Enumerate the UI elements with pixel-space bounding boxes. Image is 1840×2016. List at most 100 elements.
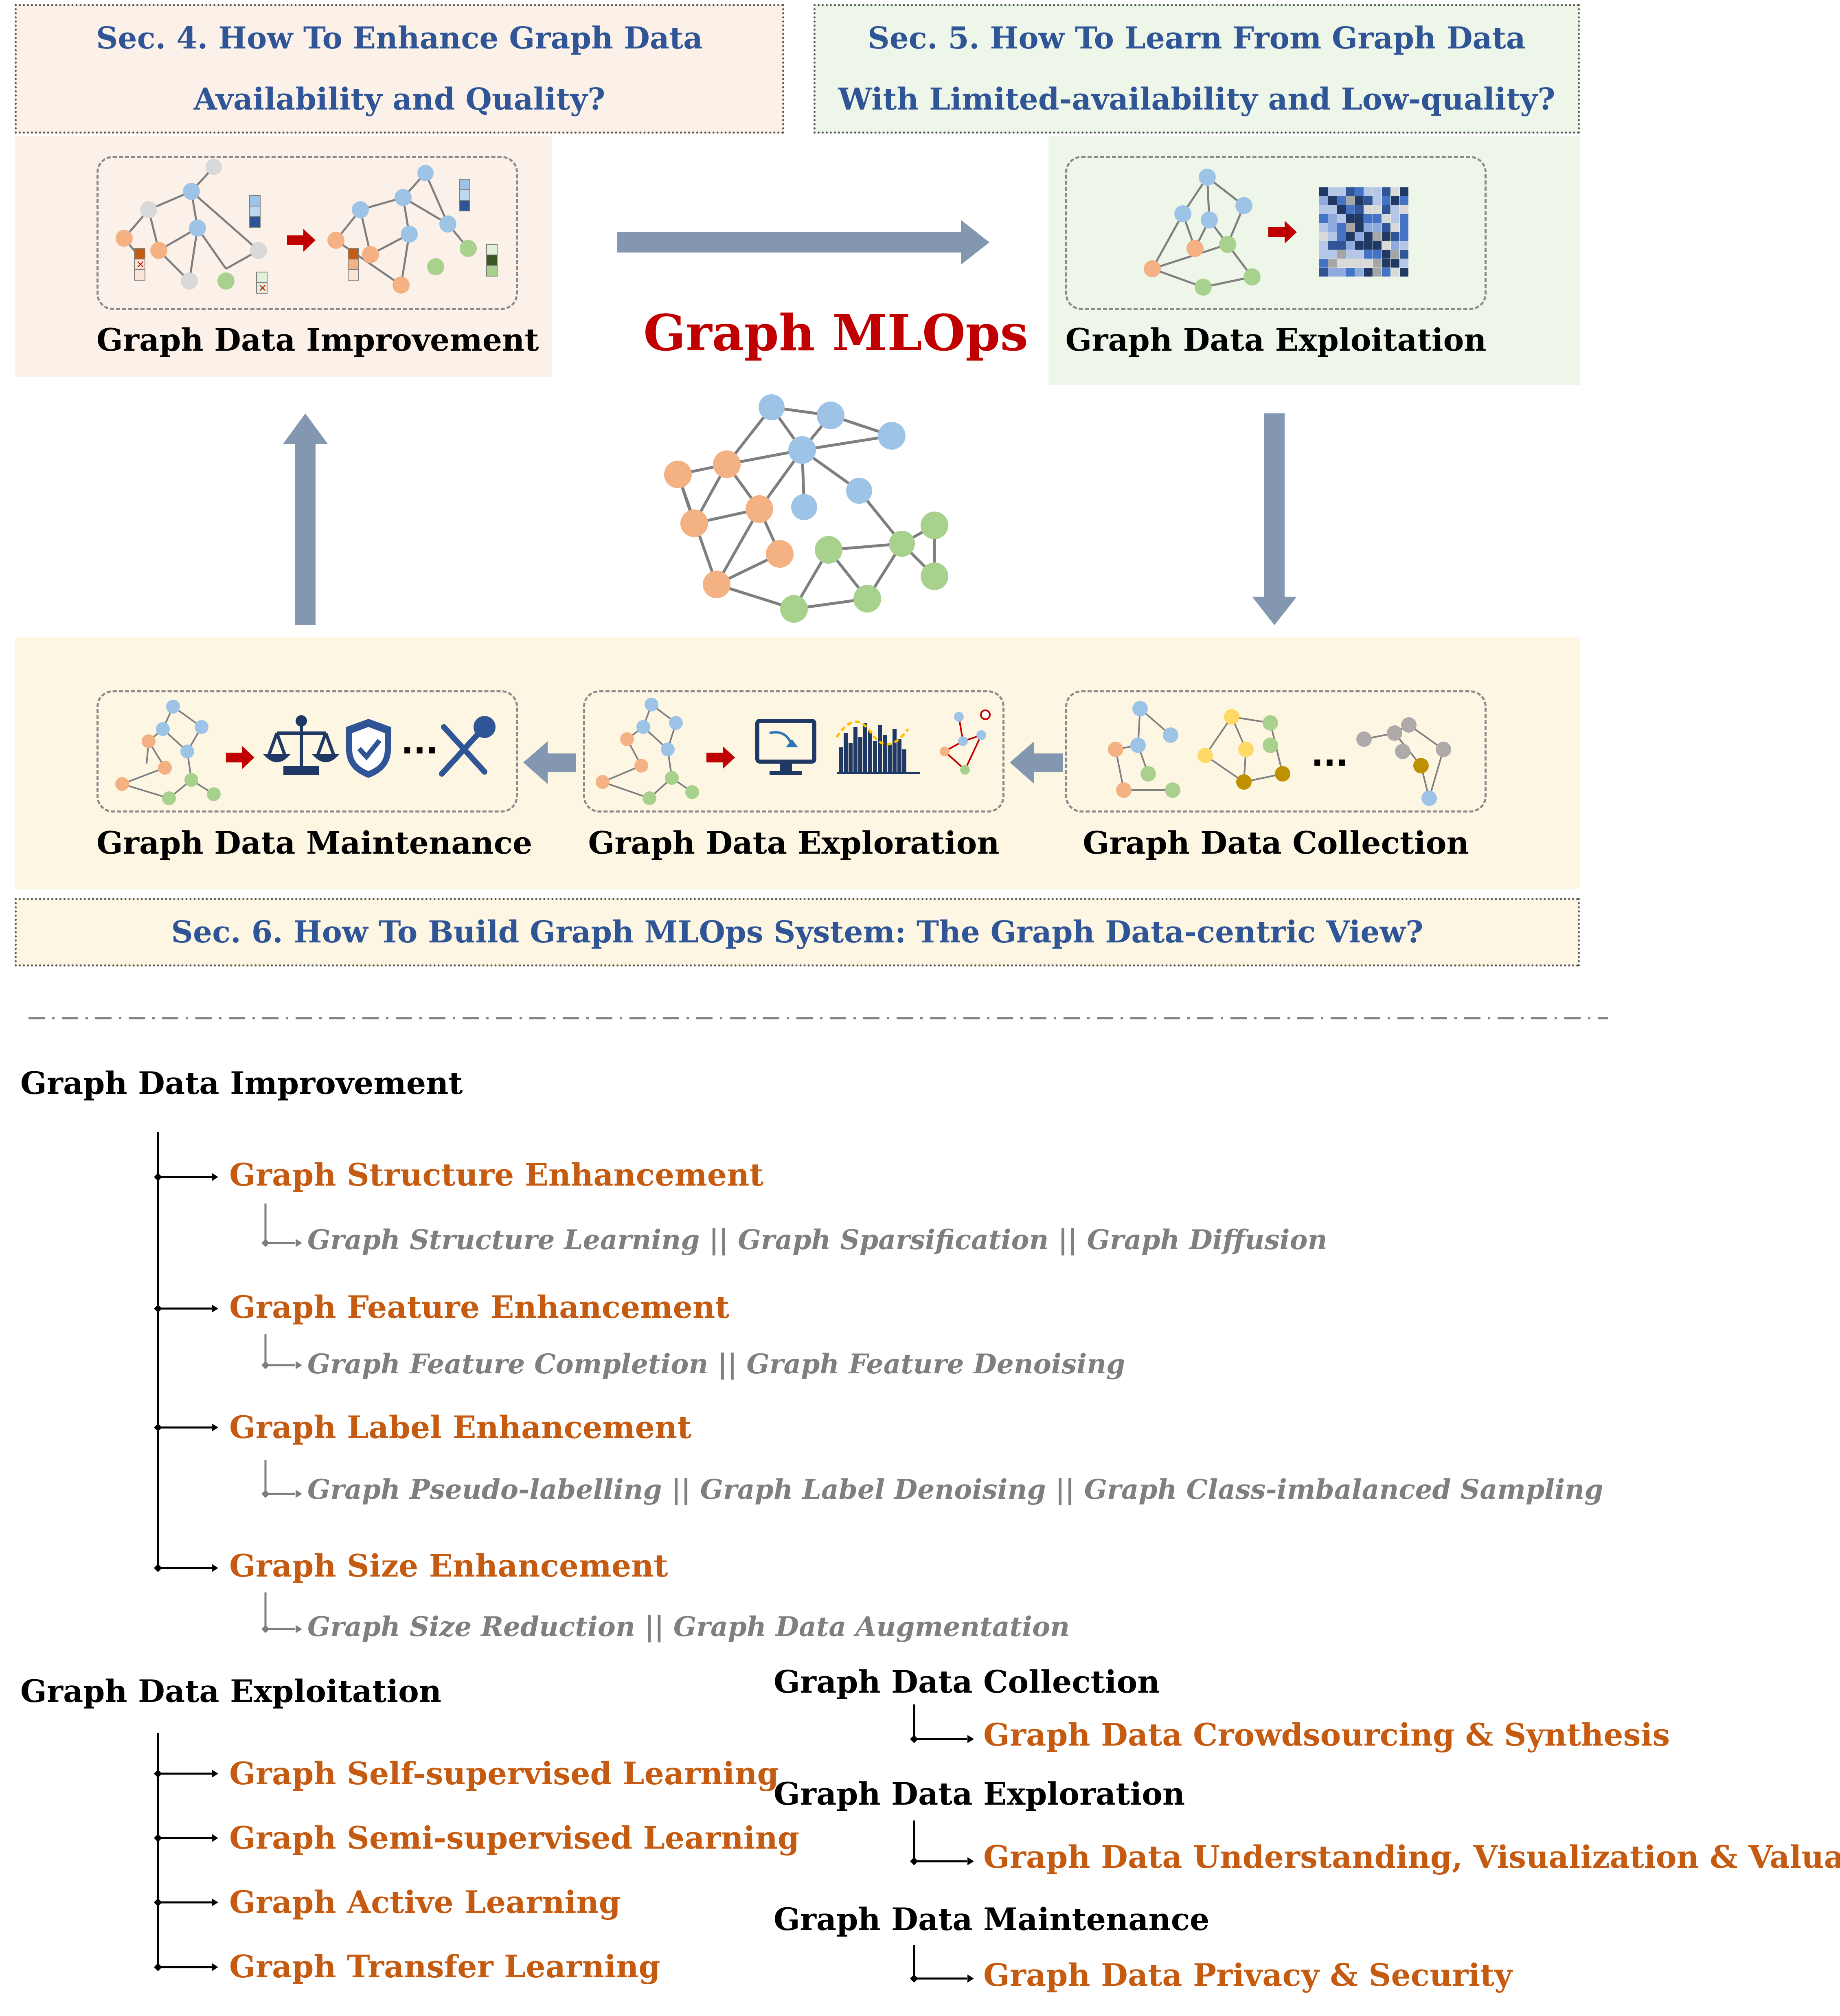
wrench-icon <box>439 716 496 777</box>
tree-improvement-item-1: Graph Feature Enhancement <box>229 1289 730 1325</box>
heatmap-icon <box>1319 187 1408 277</box>
bar-chart-icon <box>836 720 920 774</box>
heatmap-cell <box>1391 241 1399 250</box>
heatmap-cell <box>1346 259 1355 268</box>
heatmap-cell <box>1382 241 1390 250</box>
heatmap-cell <box>1373 196 1382 205</box>
collection-graph-3-nodes <box>1356 717 1451 806</box>
heatmap-cell <box>1364 268 1373 277</box>
heatmap-cell <box>1319 241 1328 250</box>
heatmap-cell <box>1373 268 1382 277</box>
tree-exploration-title: Graph Data Exploration <box>774 1776 1185 1812</box>
collection-ellipsis: ... <box>1311 736 1348 773</box>
maintenance-small-arrow <box>226 746 254 769</box>
heatmap-cell <box>1328 196 1337 205</box>
stage-label-improvement: Graph Data Improvement <box>96 322 539 358</box>
improvement-panel <box>15 136 552 377</box>
central-graph-nodes <box>664 394 948 623</box>
tree-arrowhead <box>212 1304 218 1313</box>
arrow-exploitation-to-collection <box>1252 413 1297 625</box>
tree-improvement-sub-2: Graph Pseudo-labelling || Graph Label De… <box>307 1474 1603 1505</box>
heatmap-cell <box>1319 223 1328 232</box>
heatmap-cell <box>1355 223 1364 232</box>
heatmap-cell <box>1364 250 1373 259</box>
exploration-red-graph-nodes <box>940 709 991 775</box>
heatmap-cell <box>1355 232 1364 241</box>
svg-text:×: × <box>136 258 145 270</box>
tree-exploitation-item-2: Graph Active Learning <box>229 1884 621 1920</box>
tree-node-dot <box>261 1625 270 1633</box>
heatmap-cell <box>1355 214 1364 223</box>
heatmap-cell <box>1319 268 1328 277</box>
tree-arrowhead <box>212 1423 218 1432</box>
heatmap-cell <box>1391 250 1399 259</box>
shield-check-icon <box>346 719 391 778</box>
heatmap-cell <box>1346 214 1355 223</box>
heatmap-cell <box>1346 187 1355 196</box>
tree-exploration-item: Graph Data Understanding, Visualization … <box>983 1839 1840 1875</box>
heatmap-cell <box>1319 187 1328 196</box>
stage-label-exploitation: Graph Data Exploitation <box>1065 322 1487 358</box>
heatmap-cell <box>1319 232 1328 241</box>
heatmap-cell <box>1328 223 1337 232</box>
bar-chart-bar <box>858 737 862 772</box>
heatmap-cell <box>1382 268 1390 277</box>
heatmap-cell <box>1337 205 1346 214</box>
tree-arrowhead <box>212 1770 218 1778</box>
tree-exploitation-item-3: Graph Transfer Learning <box>229 1948 660 1985</box>
tree-node-dot <box>261 1490 270 1498</box>
tree-arrowhead <box>296 1239 302 1247</box>
heatmap-cell <box>1373 205 1382 214</box>
tree-improvement-item-3: Graph Size Enhancement <box>229 1548 668 1584</box>
heatmap-cell <box>1337 196 1346 205</box>
heatmap-cell <box>1382 187 1390 196</box>
heatmap-cell <box>1382 214 1390 223</box>
heatmap-cell <box>1337 250 1346 259</box>
bar-chart-bar <box>893 729 897 772</box>
heatmap-cell <box>1328 187 1337 196</box>
improvement-card <box>96 156 518 310</box>
scale-icon <box>263 715 340 775</box>
exploration-small-arrow <box>706 746 735 769</box>
heatmap-cell <box>1373 241 1382 250</box>
heatmap-cell <box>1337 214 1346 223</box>
heatmap-cell <box>1373 259 1382 268</box>
heatmap-cell <box>1364 205 1373 214</box>
bar-chart-bar <box>873 741 877 772</box>
bar-chart-bar <box>849 743 853 772</box>
heatmap-cell <box>1391 187 1399 196</box>
heatmap-cell <box>1400 259 1408 268</box>
improvement-feature-bars-after <box>348 179 498 281</box>
bar-chart-bar <box>897 739 901 772</box>
tree-arrowhead <box>212 1834 218 1842</box>
sec5-box: Sec. 5. How To Learn From Graph Data Wit… <box>814 4 1580 134</box>
heatmap-cell <box>1337 187 1346 196</box>
tree-maintenance-title: Graph Data Maintenance <box>774 1901 1210 1937</box>
tree-node-dot <box>261 1239 270 1247</box>
tree-arrowhead <box>967 1974 974 1983</box>
heatmap-cell <box>1391 205 1399 214</box>
heatmap-cell <box>1364 232 1373 241</box>
collection-graph-1-nodes <box>1108 701 1180 798</box>
stage-label-maintenance: Graph Data Maintenance <box>96 825 533 861</box>
heatmap-cell <box>1319 250 1328 259</box>
heatmap-cell <box>1364 241 1373 250</box>
heatmap-cell <box>1328 232 1337 241</box>
heatmap-cell <box>1400 196 1408 205</box>
tree-improvement-item-2: Graph Label Enhancement <box>229 1409 692 1445</box>
heatmap-cell <box>1373 187 1382 196</box>
heatmap-cell <box>1337 259 1346 268</box>
heatmap-cell <box>1391 268 1399 277</box>
exploitation-panel <box>1048 136 1580 385</box>
heatmap-cell <box>1391 214 1399 223</box>
collection-card <box>1065 690 1487 813</box>
improvement-small-arrow <box>287 229 316 252</box>
tree-node-dot <box>261 1361 270 1369</box>
heatmap-cell <box>1400 250 1408 259</box>
tree-arrowhead <box>212 1173 218 1181</box>
exploitation-graph <box>1151 176 1253 288</box>
sec5-line1: Sec. 5. How To Learn From Graph Data <box>868 21 1526 56</box>
exploration-card <box>583 690 1004 813</box>
bar-chart-bar <box>839 747 843 772</box>
